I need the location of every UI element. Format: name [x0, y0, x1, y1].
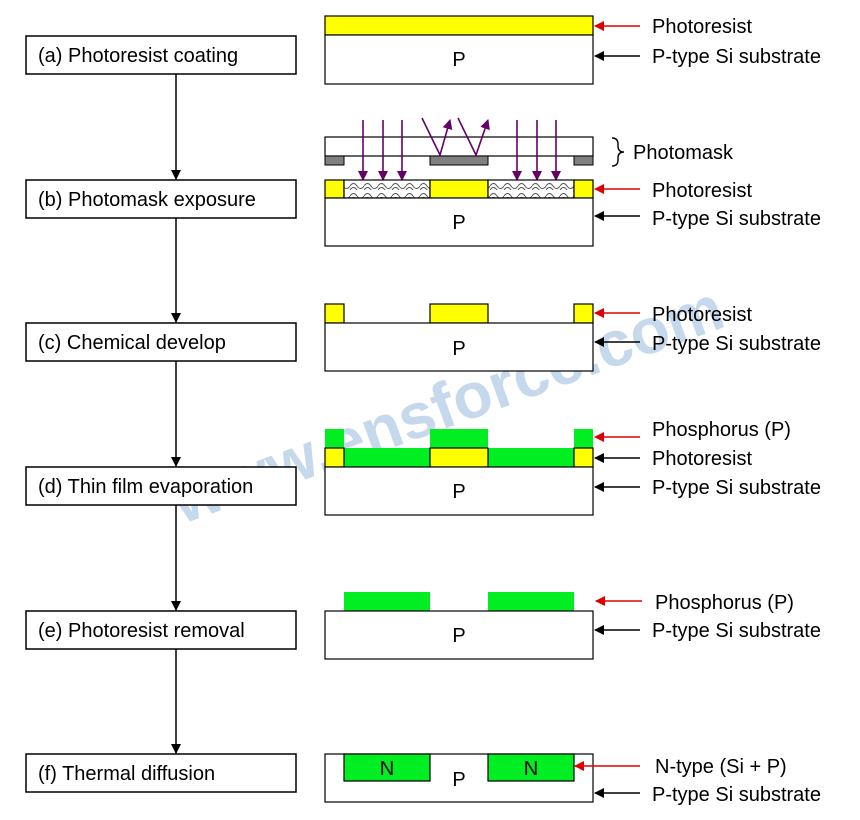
step-label-b: (b) Photomask exposure — [38, 189, 256, 211]
substrate-block — [324, 197, 594, 247]
substrate-label: P-type Si substrate — [652, 477, 821, 499]
substrate-label: P-type Si substrate — [652, 208, 821, 230]
mask-pattern — [429, 155, 489, 166]
n-type-region — [343, 753, 431, 782]
cross-section-a: P Photoresist P-type Si substrate — [324, 15, 821, 85]
substrate-letter: P — [452, 212, 465, 234]
phosphorus-film — [344, 592, 430, 611]
step-label-e: (e) Photoresist removal — [38, 620, 245, 642]
photoresist-segment — [324, 303, 345, 324]
step-label-d: (d) Thin film evaporation — [38, 476, 253, 498]
n-region-letter: N — [380, 758, 394, 780]
phosphorus-label: Phosphorus (P) — [652, 419, 791, 441]
photoresist-segment — [573, 447, 594, 468]
step-label-c: (c) Chemical develop — [38, 332, 226, 354]
mask-pattern — [324, 155, 345, 166]
ntype-label: N-type (Si + P) — [655, 756, 787, 778]
step-box-f — [25, 753, 297, 793]
mask-pattern — [573, 155, 594, 166]
uv-reflected-ray — [457, 117, 490, 158]
step-label-f: (f) Thermal diffusion — [38, 763, 215, 785]
photoresist-label: Photoresist — [652, 448, 752, 470]
exposed-resist — [487, 179, 575, 199]
phosphorus-film — [344, 448, 430, 467]
step-label-a: (a) Photoresist coating — [38, 45, 238, 67]
step-box-e — [25, 610, 297, 650]
n-region-letter: N — [524, 758, 538, 780]
photoresist-layer — [324, 15, 594, 36]
photoresist-label: Photoresist — [652, 180, 752, 202]
cross-section-d: P Phosphorus (P) Photoresist P-type Si s… — [324, 419, 821, 516]
photoresist-segment — [429, 447, 489, 468]
photoresist-segment — [573, 303, 594, 324]
photoresist-segment — [429, 303, 489, 324]
photoresist-segment — [429, 179, 489, 199]
cross-section-c: P Photoresist P-type Si substrate — [324, 303, 821, 372]
photoresist-segment — [324, 179, 345, 199]
uv-reflected-ray — [421, 117, 453, 158]
substrate-block — [324, 34, 594, 85]
substrate-label: P-type Si substrate — [652, 784, 821, 806]
phosphorus-film — [488, 592, 574, 611]
step-box-a — [25, 35, 297, 75]
cross-section-e: P Phosphorus (P) P-type Si substrate — [324, 592, 821, 660]
photomask-glass — [324, 136, 594, 157]
photoresist-label: Photoresist — [652, 304, 752, 326]
phosphorus-film — [488, 448, 574, 467]
substrate-label: P-type Si substrate — [652, 46, 821, 68]
phosphorus-label: Phosphorus (P) — [655, 592, 794, 614]
substrate-block — [324, 466, 594, 516]
substrate-block — [324, 610, 594, 660]
substrate-block — [324, 322, 594, 372]
substrate-label: P-type Si substrate — [652, 333, 821, 355]
substrate-letter: P — [452, 481, 465, 503]
step-box-b — [25, 179, 297, 219]
step-boxes: (a) Photoresist coating (b) Photomask ex… — [25, 35, 297, 793]
step-box-c — [25, 322, 297, 362]
photoresist-label: Photoresist — [652, 16, 752, 38]
step-box-d — [25, 466, 297, 506]
substrate-label: P-type Si substrate — [652, 620, 821, 642]
photomask-label: Photomask — [633, 142, 734, 164]
photoresist-segment — [573, 179, 594, 199]
phosphorus-film — [430, 429, 488, 448]
photomask-brace — [611, 137, 625, 167]
phosphorus-film — [325, 429, 344, 448]
substrate-letter: P — [452, 769, 465, 791]
substrate-letter: P — [452, 625, 465, 647]
exposed-resist — [343, 179, 431, 199]
photoresist-segment — [324, 447, 345, 468]
substrate-letter: P — [452, 49, 465, 71]
cross-section-b: P Photomask Photoresist P-type Si substr… — [324, 117, 821, 247]
cross-section-f: N N P N-type (Si + P) P-type Si substrat… — [324, 753, 821, 806]
phosphorus-film — [574, 429, 593, 448]
substrate-letter: P — [452, 338, 465, 360]
